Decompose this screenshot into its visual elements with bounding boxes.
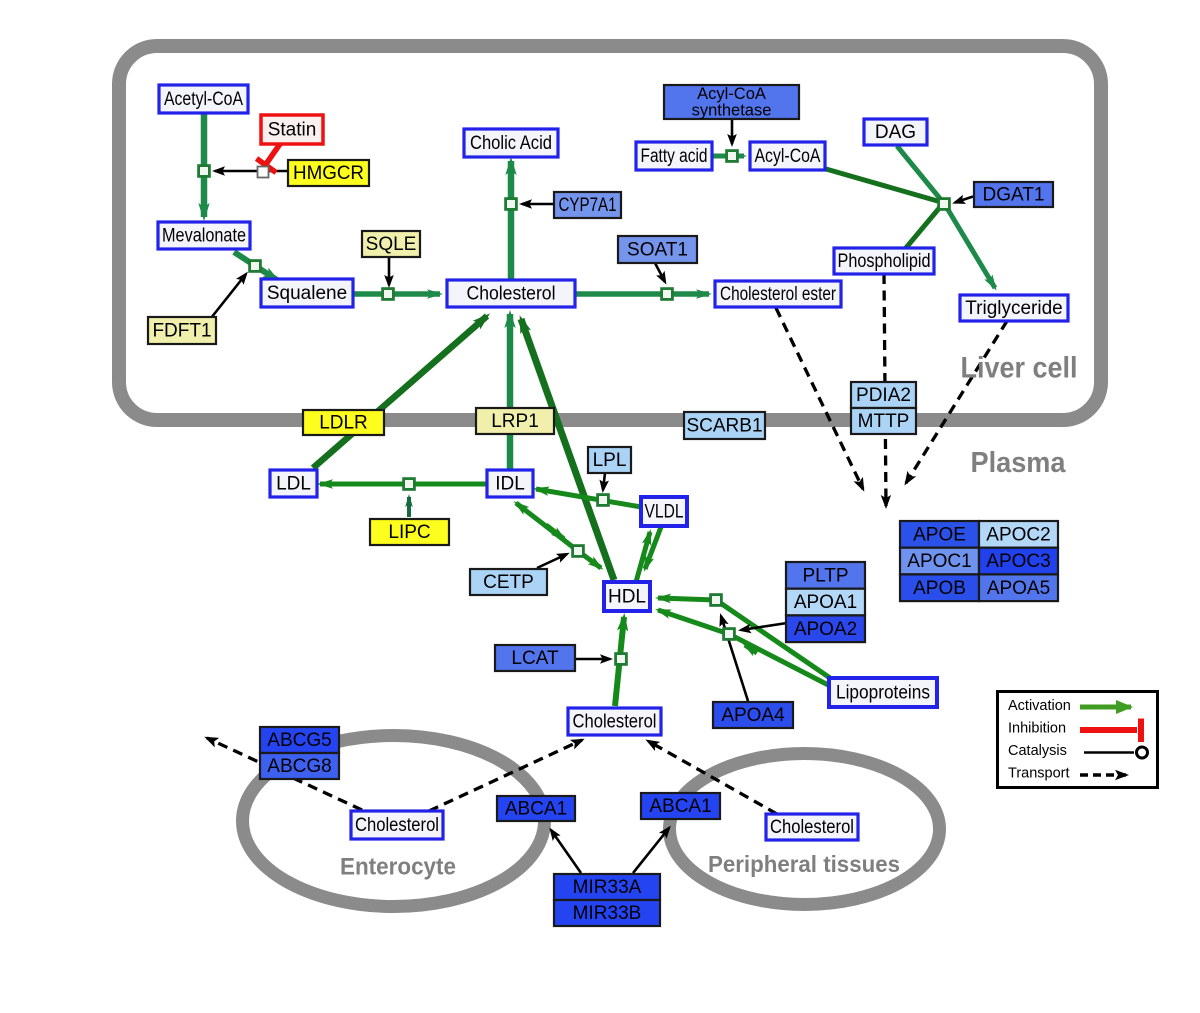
svg-text:Acetyl-CoA: Acetyl-CoA [164,89,243,110]
svg-text:Plasma: Plasma [971,447,1067,479]
svg-text:Cholesterol: Cholesterol [467,284,556,305]
svg-text:PDIA2: PDIA2 [856,385,911,406]
svg-text:APOB: APOB [913,578,966,599]
svg-text:DAG: DAG [875,122,916,143]
svg-text:Cholesterol: Cholesterol [355,815,439,836]
svg-text:ABCG5: ABCG5 [267,730,331,751]
svg-text:Cholesterol ester: Cholesterol ester [720,284,837,305]
svg-text:SCARB1: SCARB1 [686,416,762,437]
svg-text:APOA2: APOA2 [794,619,857,640]
svg-text:Cholesterol: Cholesterol [770,817,854,838]
svg-text:Inhibition: Inhibition [1008,721,1066,737]
svg-text:Phospholipid: Phospholipid [838,251,931,272]
svg-text:APOC1: APOC1 [907,551,971,572]
svg-text:SQLE: SQLE [366,234,417,255]
svg-text:Liver cell: Liver cell [961,352,1078,385]
svg-text:LCAT: LCAT [511,648,559,669]
svg-text:Enterocyte: Enterocyte [340,854,456,881]
svg-text:ABCG8: ABCG8 [267,756,331,777]
svg-text:CYP7A1: CYP7A1 [559,195,617,216]
svg-text:Mevalonate: Mevalonate [162,226,246,247]
svg-text:ABCA1: ABCA1 [505,799,567,820]
svg-text:IDL: IDL [495,474,525,495]
svg-text:Statin: Statin [268,120,317,141]
svg-text:APOA1: APOA1 [794,592,857,613]
svg-text:Peripheral tissues: Peripheral tissues [708,851,900,877]
svg-text:LDLR: LDLR [319,413,368,434]
svg-text:Catalysis: Catalysis [1008,743,1067,759]
svg-text:Triglyceride: Triglyceride [965,298,1063,319]
svg-text:FDFT1: FDFT1 [152,321,211,342]
svg-text:Activation: Activation [1008,698,1071,714]
svg-text:LDL: LDL [276,474,311,495]
svg-text:CETP: CETP [483,572,534,593]
svg-text:Squalene: Squalene [267,283,347,304]
svg-text:Acyl-CoA: Acyl-CoA [697,85,766,103]
svg-text:APOE: APOE [913,524,966,545]
svg-text:HDL: HDL [608,587,646,608]
svg-text:LRP1: LRP1 [491,411,539,432]
svg-text:APOA5: APOA5 [987,578,1050,599]
svg-text:SOAT1: SOAT1 [627,240,688,261]
svg-text:LPL: LPL [593,450,627,471]
svg-text:synthetase: synthetase [692,102,772,120]
svg-text:APOC2: APOC2 [986,524,1050,545]
svg-text:VLDL: VLDL [645,502,684,523]
svg-text:APOC3: APOC3 [986,551,1050,572]
svg-text:Cholesterol: Cholesterol [573,712,657,733]
svg-text:Transport: Transport [1008,766,1070,782]
svg-text:LIPC: LIPC [388,522,430,543]
svg-text:MTTP: MTTP [858,411,910,432]
svg-text:DGAT1: DGAT1 [983,185,1045,206]
svg-text:MIR33B: MIR33B [573,903,642,924]
svg-text:APOA4: APOA4 [721,705,785,726]
svg-text:PLTP: PLTP [802,565,848,586]
svg-text:Acyl-CoA: Acyl-CoA [755,146,821,167]
svg-text:MIR33A: MIR33A [573,877,642,898]
svg-text:HMGCR: HMGCR [293,163,364,184]
svg-text:Fatty acid: Fatty acid [641,146,708,167]
svg-text:Cholic Acid: Cholic Acid [470,133,552,154]
svg-text:ABCA1: ABCA1 [649,796,711,817]
svg-text:Lipoproteins: Lipoproteins [836,683,930,704]
